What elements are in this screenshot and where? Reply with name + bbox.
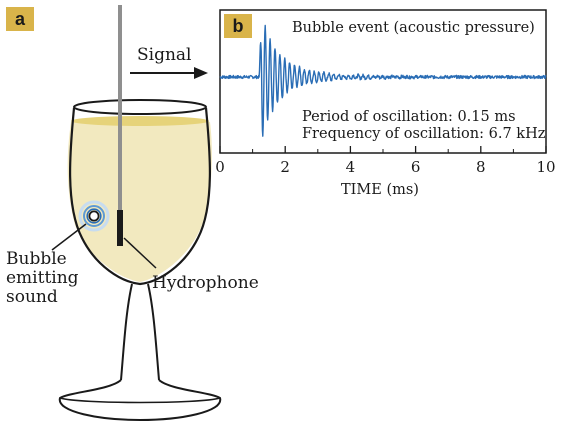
bubble-label: Bubble emitting sound — [6, 250, 79, 307]
glass-foot — [58, 379, 222, 422]
bubble-label-line-2: emitting — [6, 268, 79, 288]
bubble-leader-line — [51, 223, 87, 251]
x-tick-label: 6 — [410, 158, 421, 176]
glass-bowl-outline — [69, 107, 211, 286]
hydrophone-leader-line — [123, 237, 157, 269]
x-tick-label: 8 — [476, 158, 486, 176]
signal-label: Signal — [137, 45, 192, 65]
frequency-annotation: Frequency of oscillation: 6.7 kHz — [302, 126, 546, 142]
signal-chart — [219, 9, 547, 154]
signal-trace — [219, 24, 547, 137]
bubble-label-line-1: Bubble — [6, 249, 67, 269]
hydrophone-rod — [118, 5, 122, 213]
chart-title: Bubble event (acoustic pressure) — [292, 20, 535, 36]
bubble-label-line-3: sound — [6, 287, 58, 307]
x-tick-label: 4 — [345, 158, 356, 176]
bubble-ring-inner — [86, 208, 102, 224]
panel-b-badge: b — [224, 14, 252, 38]
bubble — [88, 210, 100, 222]
x-tick-label: 2 — [280, 158, 290, 176]
glass-foot-rim — [59, 397, 221, 404]
period-annotation: Period of oscillation: 0.15 ms — [302, 109, 516, 125]
hydrophone-label: Hydrophone — [152, 273, 259, 293]
liquid-surface — [71, 116, 209, 126]
bubble-ring-outer — [78, 200, 110, 232]
x-tick-label: 0 — [215, 158, 225, 176]
glass-stem — [120, 283, 160, 381]
hydrophone-sensor — [117, 210, 123, 246]
glass-liquid — [67, 118, 212, 282]
signal-arrow — [130, 67, 208, 79]
champagne-glass-illustration — [51, 5, 222, 422]
glass-rim — [73, 99, 207, 115]
x-axis-ticks — [219, 146, 547, 153]
panel-a-badge: a — [6, 7, 34, 31]
bubble-ring-middle — [83, 205, 105, 227]
x-axis-label: TIME (ms) — [341, 182, 419, 198]
x-tick-label: 10 — [536, 158, 556, 176]
